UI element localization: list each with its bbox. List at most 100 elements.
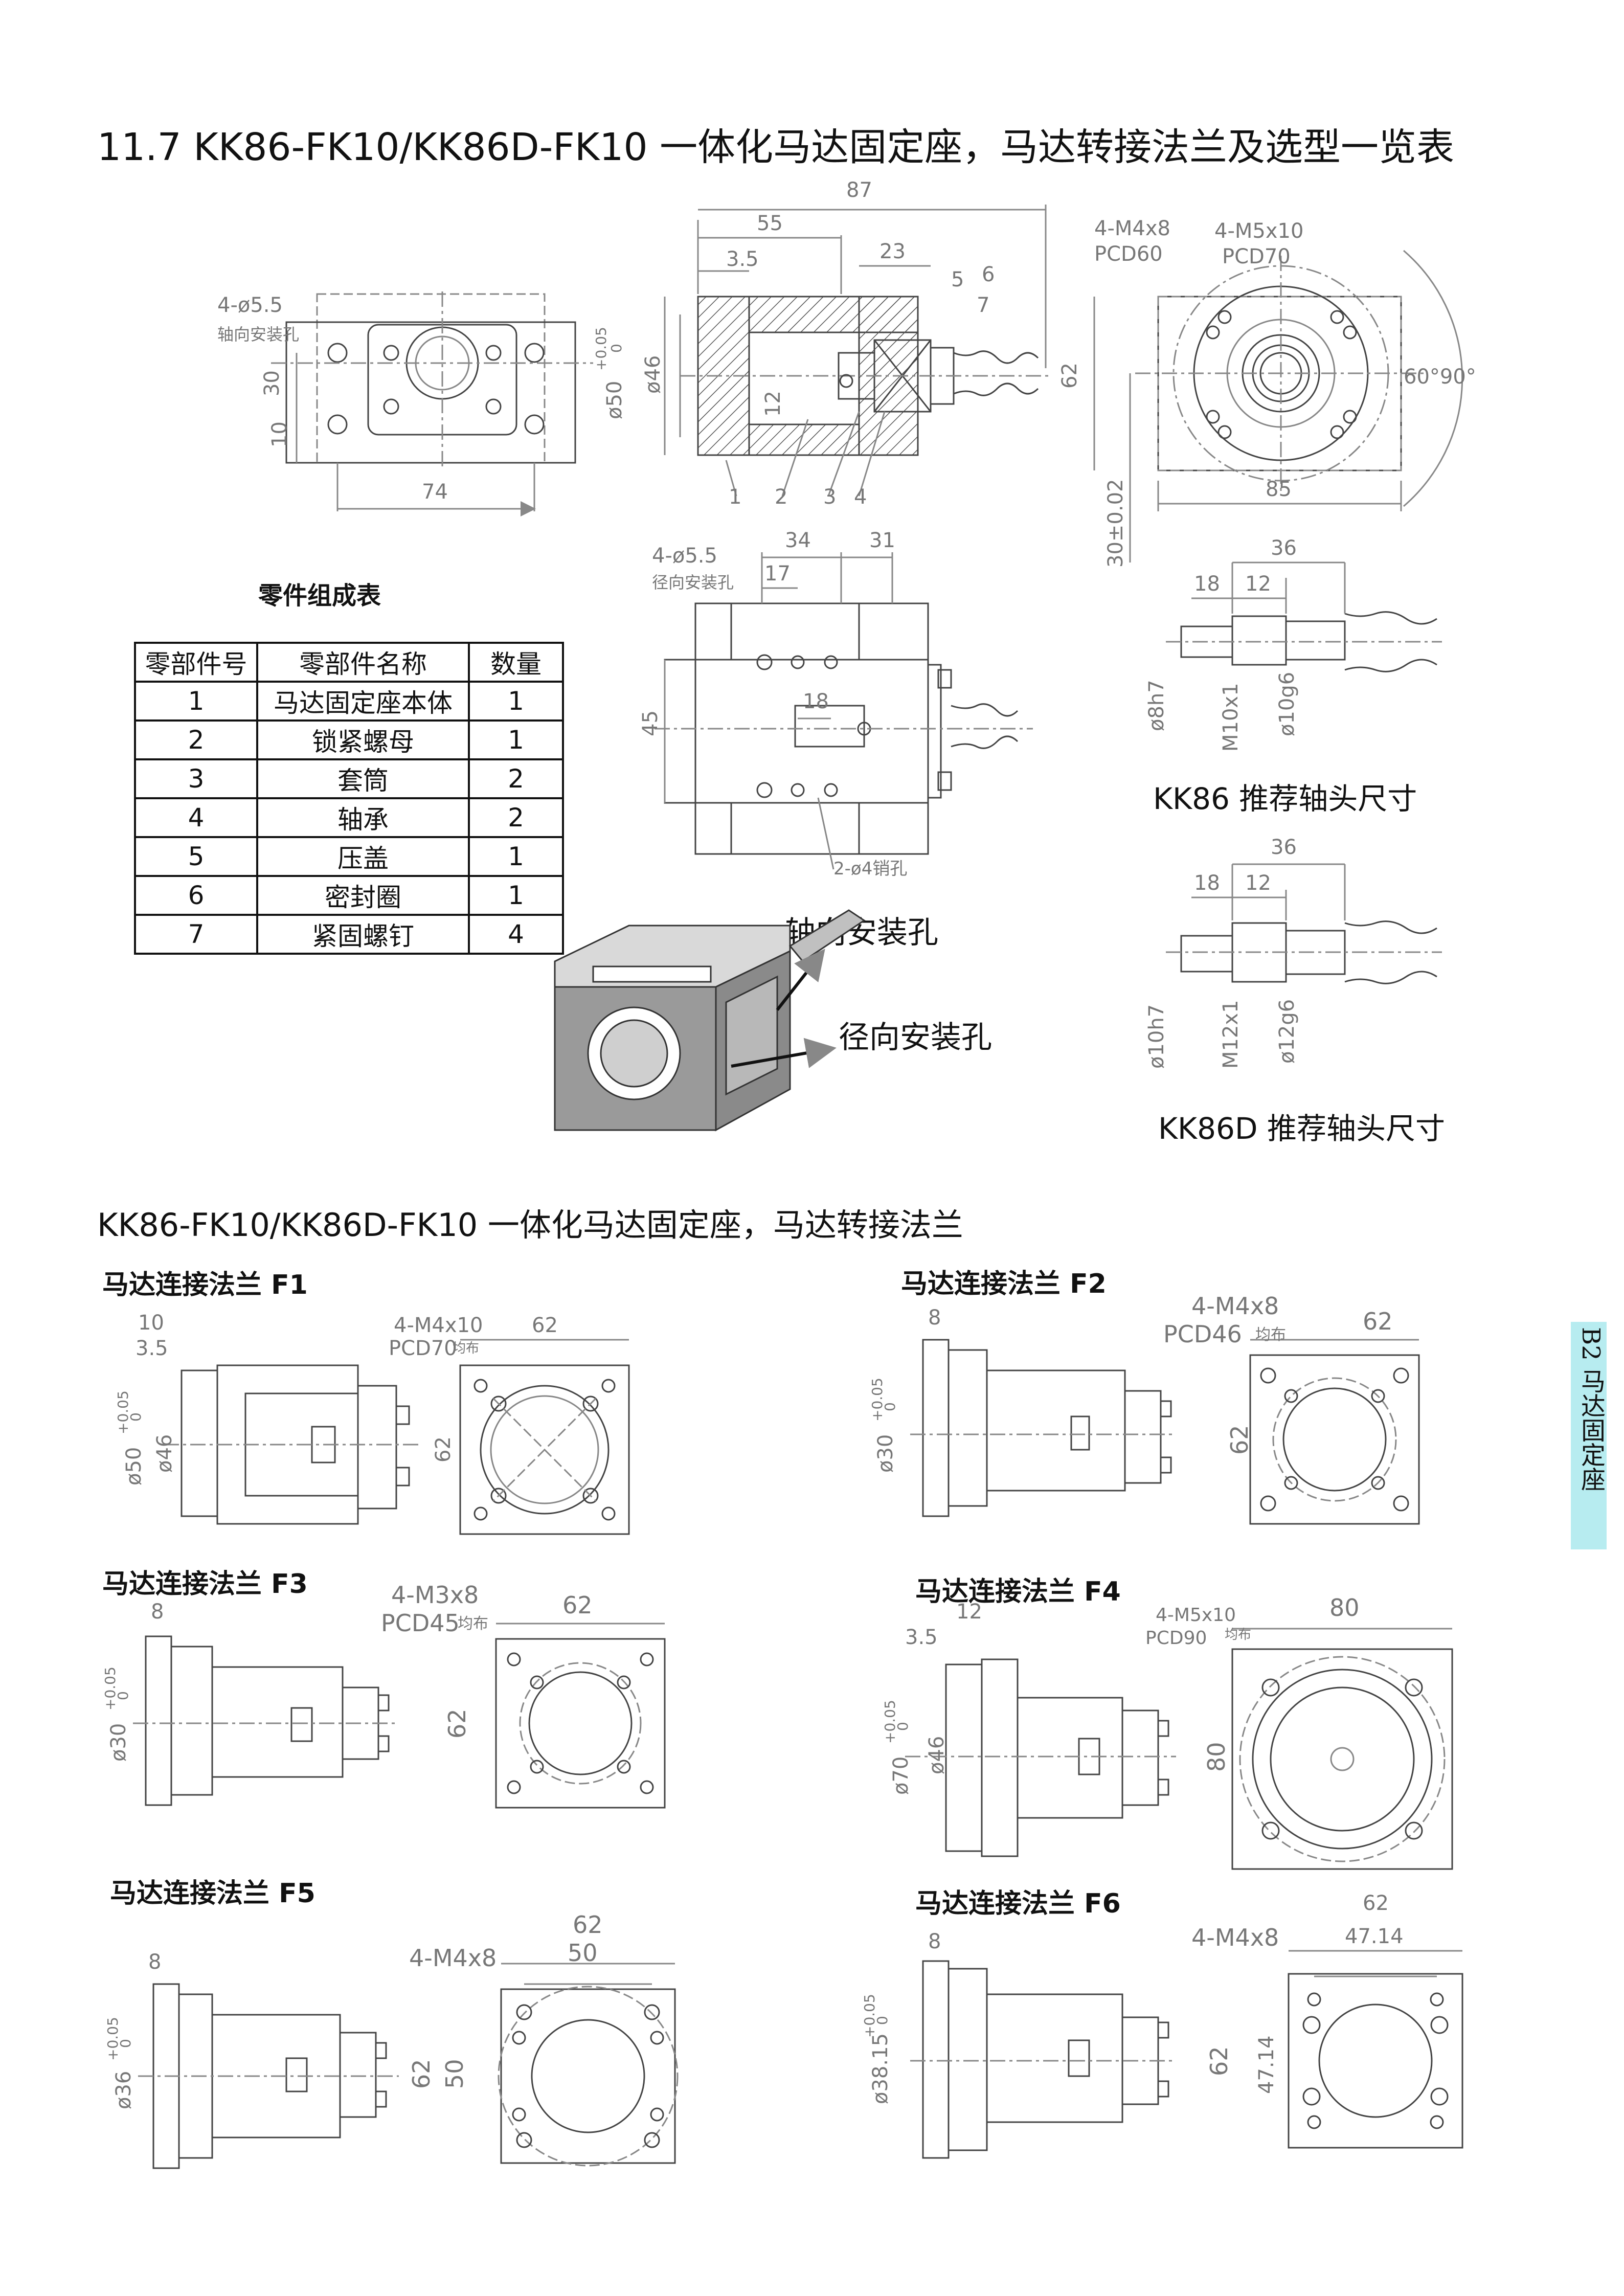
table-cell: 1 xyxy=(134,681,258,722)
dim-text: ø38.15 xyxy=(869,2033,892,2104)
table-cell: 3 xyxy=(134,758,258,799)
dim-text: ø70 xyxy=(889,1757,913,1795)
dim-text: 0 xyxy=(117,2039,134,2048)
dim-text: 0 xyxy=(608,344,625,353)
flange-label-f6: 马达连接法兰 F6 xyxy=(915,1888,1121,1919)
side-tab-label: B2 马达固定座 xyxy=(1576,1327,1605,1492)
dim-text: +0.05 xyxy=(869,1378,886,1422)
dim-text: 7 xyxy=(977,294,989,317)
dim-text: +0.05 xyxy=(102,1667,119,1710)
table-cell: 轴承 xyxy=(256,797,470,838)
dim-text: ø8h7 xyxy=(1145,680,1168,731)
dim-text: 31 xyxy=(869,529,895,552)
dim-text: 62 xyxy=(1363,1892,1389,1915)
table-cell: 5 xyxy=(134,836,258,877)
dim-text: 均布 xyxy=(1255,1326,1286,1344)
dim-text: 50 xyxy=(568,1939,598,1967)
dim-text: PCD90 xyxy=(1145,1628,1207,1649)
dim-text: 4-M4x8 xyxy=(1191,1292,1279,1320)
dim-text: 12 xyxy=(956,1600,982,1624)
dim-text: 2 xyxy=(775,485,787,509)
dim-text: 4-ø5.5 xyxy=(217,294,283,317)
dim-text: 0 xyxy=(115,1691,131,1700)
dim-text: PCD46 xyxy=(1163,1320,1242,1348)
dim-text: 62 xyxy=(1226,1425,1253,1455)
dim-text: 3.5 xyxy=(726,247,759,271)
dim-text: 4-M4x8 xyxy=(1191,1924,1279,1951)
dim-text: 4-M4x10 xyxy=(394,1314,483,1337)
dim-text: 12 xyxy=(1245,871,1271,895)
dim-text: 12 xyxy=(761,391,785,417)
side-view-drawing xyxy=(1093,250,1463,562)
dim-text: 62 xyxy=(408,2059,435,2089)
flange-f3-drawing xyxy=(133,1623,666,1809)
dim-text: 8 xyxy=(148,1950,161,1974)
side-tab: B2 马达固定座 xyxy=(1571,1322,1607,1549)
dim-text: 18 xyxy=(1194,871,1220,895)
flange-label-f3: 马达连接法兰 F3 xyxy=(102,1569,308,1600)
table-cell: 压盖 xyxy=(256,836,470,877)
flange-label-f4: 马达连接法兰 F4 xyxy=(915,1577,1121,1607)
dim-text: 85 xyxy=(1266,478,1292,501)
table-cell: 7 xyxy=(134,914,258,955)
parts-table-title: 零件组成表 xyxy=(258,581,381,610)
table-cell: 2 xyxy=(134,719,258,760)
dim-text: 87 xyxy=(846,178,872,202)
dim-text: 45 xyxy=(639,710,662,736)
dim-text: 3 xyxy=(823,485,836,509)
shaft-kk86-drawing xyxy=(1166,561,1442,672)
dim-text: PCD45 xyxy=(381,1609,460,1637)
dim-text: 30 xyxy=(260,370,284,396)
dim-text: 0 xyxy=(894,1722,911,1731)
section-subtitle: KK86-FK10/KK86D-FK10 一体化马达固定座，马达转接法兰 xyxy=(97,1206,963,1244)
flange-label-f1: 马达连接法兰 F1 xyxy=(102,1270,308,1300)
dim-text: ø30 xyxy=(107,1723,130,1762)
dim-text: M10x1 xyxy=(1219,683,1243,752)
dim-text: PCD70 xyxy=(389,1337,457,1360)
dim-text: 1 xyxy=(729,485,741,509)
top-view-drawing xyxy=(655,552,1033,870)
dim-text: 18 xyxy=(1194,572,1220,596)
dim-text: 47.14 xyxy=(1345,1925,1404,1948)
dim-text: 4-M5x10 xyxy=(1156,1605,1236,1626)
dim-text: 2-ø4销孔 xyxy=(833,859,907,879)
dim-text: 8 xyxy=(151,1600,164,1624)
flange-f1-drawing xyxy=(164,1339,630,1535)
dim-text: 47.14 xyxy=(1255,2035,1278,2094)
front-view-drawing xyxy=(271,291,593,516)
dim-text: ø30 xyxy=(874,1434,897,1473)
dim-text: 62 xyxy=(532,1314,558,1337)
table-cell: 1 xyxy=(468,681,564,722)
table-header-row: 零部件号 零部件名称 数量 xyxy=(134,642,564,683)
dim-text: ø46 xyxy=(925,1736,949,1774)
dim-text: ø10h7 xyxy=(1145,1004,1168,1069)
dim-text: 3.5 xyxy=(905,1626,938,1649)
dim-text: PCD70 xyxy=(1222,245,1291,268)
dim-text: 均布 xyxy=(1225,1627,1251,1642)
section-view-drawing xyxy=(664,205,1048,497)
dim-text: 均布 xyxy=(453,1341,479,1356)
flange-f2-drawing xyxy=(910,1339,1420,1525)
dim-text: 74 xyxy=(422,480,448,504)
dim-text: 10 xyxy=(268,421,291,447)
table-cell: 6 xyxy=(134,875,258,916)
dim-text: 80 xyxy=(1203,1742,1230,1772)
dim-text: PCD60 xyxy=(1094,242,1163,266)
dim-text: ø50 xyxy=(122,1447,146,1485)
dim-text: 34 xyxy=(785,529,811,552)
dim-text: ø10g6 xyxy=(1275,672,1299,736)
dim-text: M12x1 xyxy=(1219,1000,1243,1069)
dim-text: 0 xyxy=(127,1412,144,1422)
dim-text: 62 xyxy=(443,1708,471,1739)
dim-text: 8 xyxy=(928,1930,941,1953)
dim-text: 4 xyxy=(854,485,867,509)
table-header: 零部件名称 xyxy=(256,642,470,683)
flange-f6-drawing xyxy=(910,1950,1463,2159)
